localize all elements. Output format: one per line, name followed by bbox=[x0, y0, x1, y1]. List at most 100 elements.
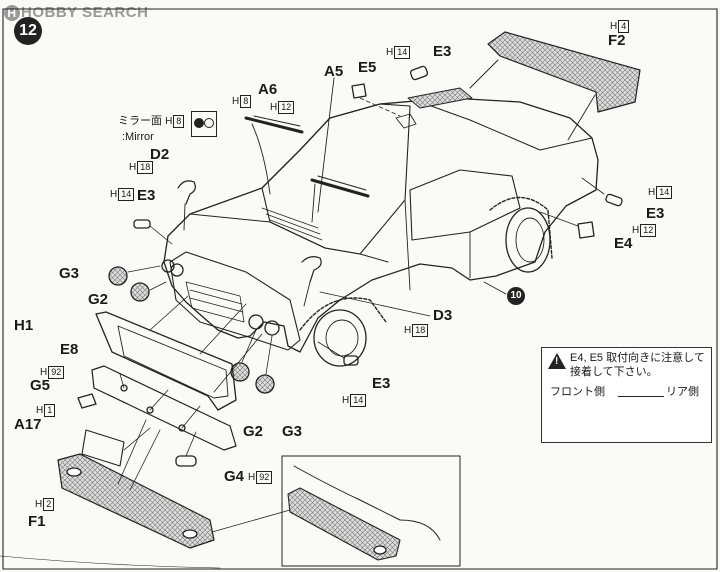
front-fascia bbox=[169, 251, 301, 351]
part-e5 bbox=[351, 83, 367, 99]
mirror-note-en: :Mirror bbox=[122, 131, 154, 143]
detail-spoiler bbox=[287, 487, 401, 561]
mirror-d2 bbox=[177, 180, 196, 205]
car-trunk-line bbox=[419, 101, 593, 151]
label-d3: D3 bbox=[433, 307, 453, 324]
label-g5: G5 bbox=[30, 377, 51, 394]
label-f2: F2 bbox=[608, 32, 626, 49]
wiper-a5-blade bbox=[317, 175, 367, 191]
bumper-h1-leaders bbox=[149, 295, 263, 393]
mirror-note-jp: ミラー面 bbox=[118, 115, 162, 127]
car-side-window bbox=[409, 169, 521, 241]
wiper-a5-leader bbox=[311, 183, 316, 223]
headlight-inner-right bbox=[248, 314, 264, 330]
label-a5: A5 bbox=[324, 63, 344, 80]
headlight-outer-right bbox=[264, 320, 280, 336]
bumper-h1-inner bbox=[117, 325, 229, 399]
notice-box: ! E4, E5 取付向きに注意して接着して下さい。 フロント側 リア側 bbox=[541, 347, 712, 443]
wiper-a5-leader-top bbox=[317, 77, 335, 213]
front-wheel-rim bbox=[325, 319, 359, 357]
mirror-d3-leader bbox=[303, 281, 311, 307]
light-g3-left bbox=[108, 266, 128, 286]
label-g3-left: G3 bbox=[59, 265, 80, 282]
label-e3-left: E3 bbox=[137, 187, 156, 204]
label-a17: A17 bbox=[14, 416, 42, 433]
e8-bolt-2 bbox=[146, 406, 154, 414]
spoiler-f2 bbox=[487, 31, 641, 113]
label-d2: D2 bbox=[150, 146, 170, 163]
light-g3-bottom bbox=[255, 374, 275, 394]
part-e3-right bbox=[605, 193, 623, 207]
label-e4: E4 bbox=[614, 235, 633, 252]
e8-bolt-3 bbox=[178, 424, 186, 432]
part-e3-top bbox=[409, 65, 429, 81]
spoiler-f2-leader-1 bbox=[469, 59, 499, 89]
a17-leader bbox=[123, 427, 151, 451]
spoiler-f1 bbox=[57, 453, 215, 549]
notice-arrow-line bbox=[618, 396, 664, 397]
bumper-h1 bbox=[95, 311, 237, 411]
e5-target bbox=[395, 113, 417, 129]
wiper-a6-leader bbox=[251, 123, 271, 195]
f1-to-detail bbox=[211, 509, 291, 533]
label-e5: E5 bbox=[358, 59, 377, 76]
part-e4 bbox=[577, 221, 595, 239]
part-g4 bbox=[175, 455, 197, 467]
frame-border bbox=[2, 8, 718, 570]
rear-wheel bbox=[505, 207, 551, 273]
headlight-outer-left bbox=[161, 259, 175, 273]
valance-e8 bbox=[91, 365, 237, 451]
spoiler-f2-leader-2 bbox=[567, 94, 596, 141]
warning-triangle-icon: ! bbox=[548, 353, 566, 369]
part-g5 bbox=[77, 393, 97, 409]
car-body-outline bbox=[163, 97, 599, 353]
detail-inset bbox=[281, 455, 461, 567]
label-underline bbox=[0, 555, 221, 569]
wiper-a6 bbox=[244, 116, 304, 134]
label-f1: F1 bbox=[28, 513, 46, 530]
part-e3-bottom bbox=[343, 355, 359, 366]
e8-bolt-1 bbox=[120, 384, 128, 392]
notice-front-label: フロント側 bbox=[550, 386, 605, 398]
label-g2-bottom: G2 bbox=[243, 423, 264, 440]
notice-rear-label: リア側 bbox=[666, 386, 699, 398]
car-door-line bbox=[404, 199, 471, 291]
e8-leaders bbox=[119, 373, 201, 429]
headlight-inner-left bbox=[170, 263, 184, 277]
trunk-vent bbox=[407, 87, 473, 109]
e4-leader bbox=[539, 211, 579, 227]
mirror-symbol-icon bbox=[191, 111, 217, 137]
e3-bottom-leader bbox=[317, 341, 345, 359]
e3-right-leader bbox=[581, 177, 605, 195]
plate-a17 bbox=[81, 429, 125, 467]
grille bbox=[185, 281, 245, 323]
label-e3-bottom: E3 bbox=[372, 375, 391, 392]
wiper-a6-blade bbox=[253, 115, 301, 127]
label-a6: A6 bbox=[258, 81, 278, 98]
label-e3-right: E3 bbox=[646, 205, 665, 222]
step-number-badge: 12 bbox=[14, 17, 42, 45]
sub10-leader bbox=[483, 281, 507, 295]
mirror-d2-leader bbox=[183, 203, 186, 231]
notice-text: E4, E5 取付向きに注意して接着して下さい。 bbox=[570, 352, 705, 378]
label-g2-left: G2 bbox=[88, 291, 109, 308]
car-cowl-vents bbox=[261, 207, 323, 241]
g2-left-leader bbox=[149, 281, 167, 291]
car-hood-line bbox=[189, 213, 389, 263]
g3-left-leader bbox=[127, 265, 161, 273]
mirror-d3 bbox=[301, 256, 322, 283]
detail-body bbox=[293, 465, 441, 541]
g3-bottom-leader bbox=[265, 335, 273, 375]
